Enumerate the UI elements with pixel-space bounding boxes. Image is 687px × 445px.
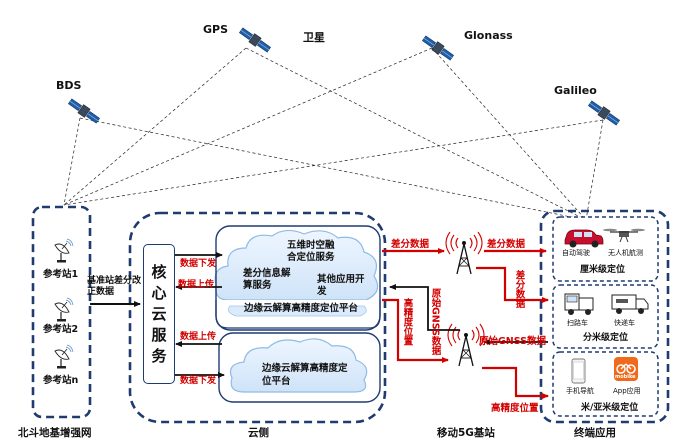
- edge-cloud-top-frame: [215, 225, 381, 331]
- data-down-bottom-label: 数据下发: [180, 376, 217, 386]
- hp-position-horizontal-label: 高精度位置: [491, 403, 539, 414]
- five-dim-line1: 五维时空融: [287, 240, 335, 251]
- satellite-signal-lines: [63, 47, 604, 221]
- edge-cloud-bottom: [218, 332, 381, 403]
- station-2-label: 参考站2: [43, 324, 79, 335]
- five-dim-service-label: 五维时空融 合定位服务: [287, 240, 335, 264]
- five-dim-line2: 合定位服务: [287, 252, 335, 263]
- m-level-title: 米/亚米级定位: [581, 403, 639, 413]
- data-up-top-label: 数据上传: [178, 280, 215, 290]
- galileo-label: Galileo: [554, 84, 597, 97]
- galileo-satellite-icon: [586, 98, 622, 128]
- diff-data-left-label: 差分数据: [391, 239, 430, 250]
- diff-data-right-label: 差分数据: [487, 239, 526, 250]
- terminal-footer: 终端应用: [574, 427, 616, 439]
- bds-label: BDS: [56, 79, 82, 92]
- core-cloud-service-box: [143, 244, 175, 384]
- hp-position-vertical-label: 高精度位置: [401, 298, 413, 346]
- cloud-group: [128, 211, 387, 424]
- correction-data-label: 基准站差分改正数据: [87, 276, 142, 297]
- station-2-dish-icon: [54, 297, 74, 323]
- sweeper-icon: [564, 293, 594, 315]
- cm-level-title: 厘米级定位: [580, 265, 626, 275]
- gps-label: GPS: [203, 23, 229, 36]
- autonomous-driving-label: 自动驾驶: [562, 249, 590, 257]
- bike-app-icon: [614, 357, 638, 381]
- satellite-header: 卫星: [303, 31, 325, 44]
- hp-position-horizontal-arrow: [482, 366, 549, 399]
- hp-position-vertical-arrow: [382, 298, 449, 363]
- bike-app-logo-text: mobike: [615, 374, 636, 380]
- base-station-footer: 移动5G基站: [437, 427, 495, 439]
- sweeper-label: 扫路车: [567, 319, 588, 327]
- other-app-line2: 发: [317, 286, 327, 297]
- edge-platform-bottom-line1: 边缘云解算高精度定: [262, 363, 348, 374]
- data-down-top-label: 数据下发: [180, 259, 217, 269]
- other-app-label: 其他应用开 发: [317, 274, 365, 298]
- edge-platform-top-label: 边缘云解算高精度定位平台: [244, 303, 359, 314]
- other-app-line1: 其他应用开: [317, 274, 365, 285]
- drone-icon: [603, 228, 645, 243]
- phone-nav-label: 手机导航: [566, 387, 594, 395]
- car-icon: [564, 229, 604, 248]
- glonass-satellite-icon: [420, 33, 456, 63]
- core-cloud-service-label: 核心云服务: [151, 263, 167, 365]
- cors-network-group: [31, 205, 92, 419]
- delivery-van-icon: [611, 294, 649, 314]
- dm-level-title: 分米级定位: [583, 333, 629, 343]
- gps-satellite-icon: [237, 25, 273, 55]
- station-n-dish-icon: [54, 344, 74, 370]
- data-up-bottom-label: 数据上传: [180, 332, 217, 342]
- cloud-footer: 云侧: [248, 427, 269, 439]
- diff-data-vertical-arrow: [476, 266, 549, 303]
- glonass-label: Glonass: [464, 29, 513, 42]
- edge-platform-bottom-line2: 位平台: [262, 376, 291, 387]
- delivery-van-label: 快递车: [614, 319, 635, 327]
- app-usage-label: App应用: [613, 387, 641, 395]
- raw-gnss-horizontal-label: 原始GNSS数据: [479, 336, 547, 347]
- cors-footer: 北斗地基增强网: [18, 427, 92, 439]
- bds-satellite-icon: [66, 96, 102, 126]
- edge-platform-bottom-label: 边缘云解算高精度定 位平台: [262, 362, 348, 388]
- phone-icon: [571, 358, 586, 384]
- station-n-label: 参考站n: [43, 375, 79, 386]
- diff-info-line1: 差分信息解: [243, 268, 291, 279]
- station-1-label: 参考站1: [43, 269, 79, 280]
- drone-survey-label: 无人机航测: [608, 249, 643, 257]
- diff-info-line2: 算服务: [243, 280, 272, 291]
- station-1-dish-icon: [54, 238, 74, 264]
- edge-cloud-top: [214, 229, 381, 329]
- terminal-group: [539, 209, 670, 424]
- raw-gnss-vertical-arrow: [389, 284, 460, 331]
- diff-info-service-label: 差分信息解 算服务: [243, 268, 291, 292]
- diff-data-vertical-label: 差分数据: [513, 270, 525, 308]
- raw-gnss-vertical-label: 原始GNSS数据: [429, 288, 441, 356]
